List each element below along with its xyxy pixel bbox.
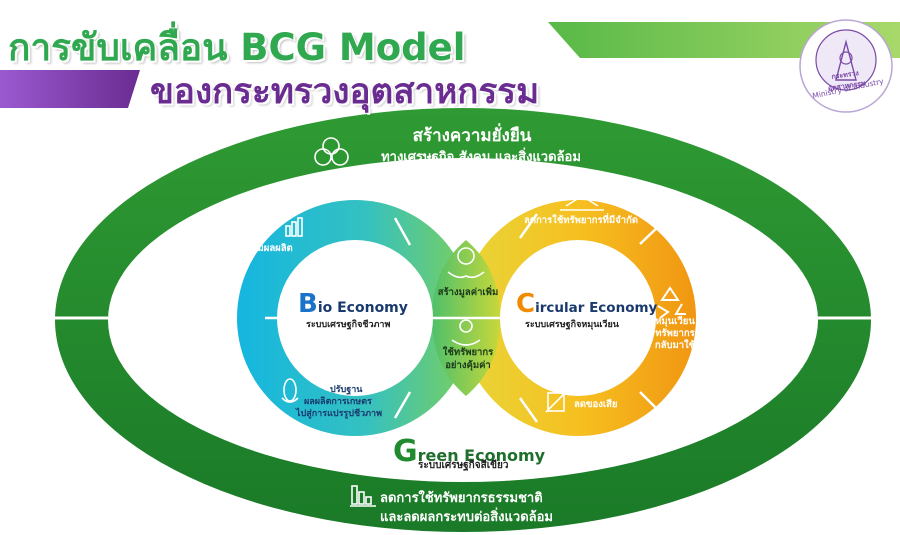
circular-economy-center	[500, 240, 656, 396]
bio-item-agri-3: ไปสู่การแปรรูปชีวภาพ	[296, 409, 383, 419]
recycle-icon	[657, 286, 686, 319]
circular-economy-initial: C	[516, 289, 536, 319]
productivity-icon	[283, 209, 303, 237]
circular-economy-rest: ircular Economy	[535, 300, 658, 316]
ministry-logo	[799, 19, 893, 113]
outer-ring-top-title: สร้างความยั่งยืน	[412, 126, 532, 146]
outer-ring-bottom-line2: และลดผลกระทบต่อสิ่งแวดล้อม	[380, 510, 553, 525]
waste-reduction-icon	[545, 391, 567, 413]
header-purple-banner	[0, 70, 140, 108]
header-title-line2: ของกระทรวงอุตสาหกรรม	[150, 72, 540, 112]
value-add-icon	[447, 247, 485, 279]
green-economy-subtitle: ระบบเศรษฐกิจสีเขียว	[418, 460, 509, 471]
center-item-resource-1: ใช้ทรัพยากร	[442, 347, 494, 358]
center-item-value-add: สร้างมูลค่าเพิ่ม	[437, 287, 499, 298]
green-economy-initial: G	[393, 434, 418, 469]
center-item-resource-2: อย่างคุ้มค่า	[445, 360, 491, 371]
bio-economy-subtitle: ระบบเศรษฐกิจชีวภาพ	[306, 320, 391, 330]
bio-economy-title: Bio Economy	[298, 289, 428, 319]
circular-item-waste: ลดของเสีย	[574, 399, 618, 410]
green-economy-title: Green Economy	[393, 434, 593, 469]
circular-item-limited: ลดการใช้ทรัพยากรที่มีจำกัด	[524, 215, 638, 226]
bio-item-productivity: เพิ่มผลผลิต	[248, 243, 293, 254]
resource-hands-icon	[451, 319, 481, 346]
bio-economy-center	[277, 240, 433, 396]
bio-economy-rest: io Economy	[317, 300, 408, 316]
outer-ring-bottom-line1: ลดการใช้ทรัพยากรธรรมชาติ	[380, 491, 543, 506]
circular-item-recycle-3: กลับมาใช้	[654, 340, 696, 351]
circular-economy-title: Circular Economy	[516, 289, 657, 319]
sustainability-icons	[314, 137, 349, 166]
bio-economy-initial: B	[298, 289, 318, 319]
corn-icon	[281, 378, 299, 403]
bio-item-agri-1: ปรับฐาน	[330, 385, 363, 395]
header-title-line1: การขับเคลื่อน BCG Model	[8, 26, 466, 69]
circular-economy-subtitle: ระบบเศรษฐกิจหมุนเวียน	[525, 320, 619, 330]
green-economy-rest: reen Economy	[417, 446, 546, 465]
reduction-chart-icon	[350, 485, 376, 507]
bio-item-agri-2: ผลผลิตการเกษตร	[304, 397, 372, 407]
circular-item-recycle-2: ทรัพยากร	[655, 328, 695, 339]
circular-item-recycle-1: หมุนเวียน	[655, 316, 695, 327]
limited-resource-icon	[560, 195, 604, 211]
outer-ring-top-subtitle: ทางเศรษฐกิจ สังคม และสิ่งแวดล้อม	[381, 150, 581, 165]
